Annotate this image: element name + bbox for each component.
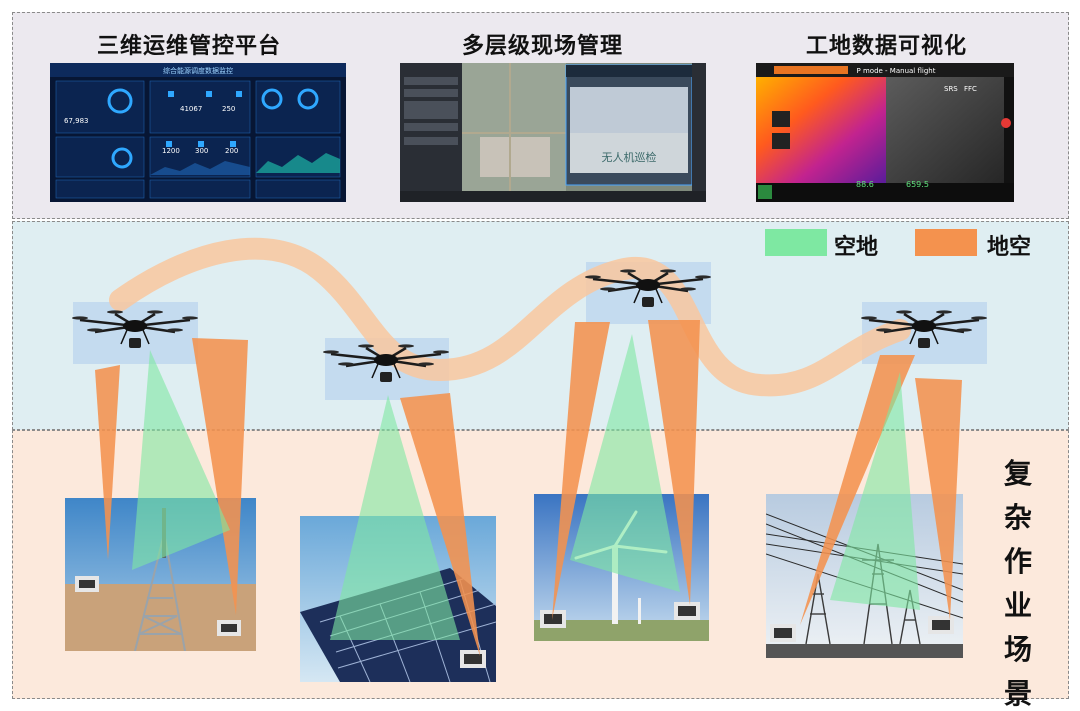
drone-box-2 — [325, 338, 449, 400]
thermal-tag-ffc: FFC — [964, 85, 977, 93]
scene-label-char: 复 — [1003, 457, 1032, 490]
thermal-mode: P mode - Manual flight — [857, 67, 936, 75]
caption-data-visual: 工地数据可视化 — [806, 34, 968, 59]
thermal-readout-2: 659.5 — [906, 180, 929, 189]
scene-label: 复 杂 作 业 场 景 — [1001, 452, 1035, 711]
ops-dashboard-screenshot: 综合能源调度数据监控 67,983 41067 250 1200 300 200 — [50, 63, 346, 202]
ops-metric-5: 300 — [195, 147, 208, 155]
scene-powerline-photo — [766, 494, 963, 658]
drone-box-3 — [586, 262, 711, 324]
legend-label-air-ground: 空地 — [834, 235, 879, 260]
scene-label-char: 杂 — [1003, 501, 1032, 534]
ops-metric-3: 250 — [222, 105, 235, 113]
scene-label-char: 作 — [1003, 545, 1032, 578]
caption-ops-platform: 三维运维管控平台 — [97, 34, 282, 59]
scene-tower-photo — [65, 498, 256, 651]
scene-label-char: 景 — [1003, 677, 1032, 710]
legend-swatch-air-ground — [765, 229, 827, 256]
drone-box-4 — [862, 302, 987, 364]
ops-metric-6: 200 — [225, 147, 238, 155]
drone-box-1 — [73, 302, 198, 364]
site-management-screenshot: 无人机巡检 — [400, 63, 706, 202]
scene-label-char: 场 — [1003, 633, 1032, 666]
ops-metric-4: 1200 — [162, 147, 180, 155]
legend-swatch-ground-air — [915, 229, 977, 256]
scene-solar-photo — [300, 516, 496, 682]
legend-label-ground-air: 地空 — [987, 235, 1032, 260]
thermal-screenshot: P mode - Manual flight SRS FFC 88.6 659.… — [756, 63, 1014, 202]
scene-wind-photo — [534, 494, 709, 641]
caption-multi-level: 多层级现场管理 — [462, 34, 624, 59]
thermal-tag-srs: SRS — [944, 85, 958, 93]
ops-title: 综合能源调度数据监控 — [163, 66, 233, 75]
thermal-readout-1: 88.6 — [856, 180, 874, 189]
scene-label-char: 业 — [1003, 589, 1032, 622]
ops-metric-1: 67,983 — [64, 117, 89, 125]
site-ground-text: 无人机巡检 — [602, 150, 657, 164]
ops-metric-2: 41067 — [180, 105, 202, 113]
